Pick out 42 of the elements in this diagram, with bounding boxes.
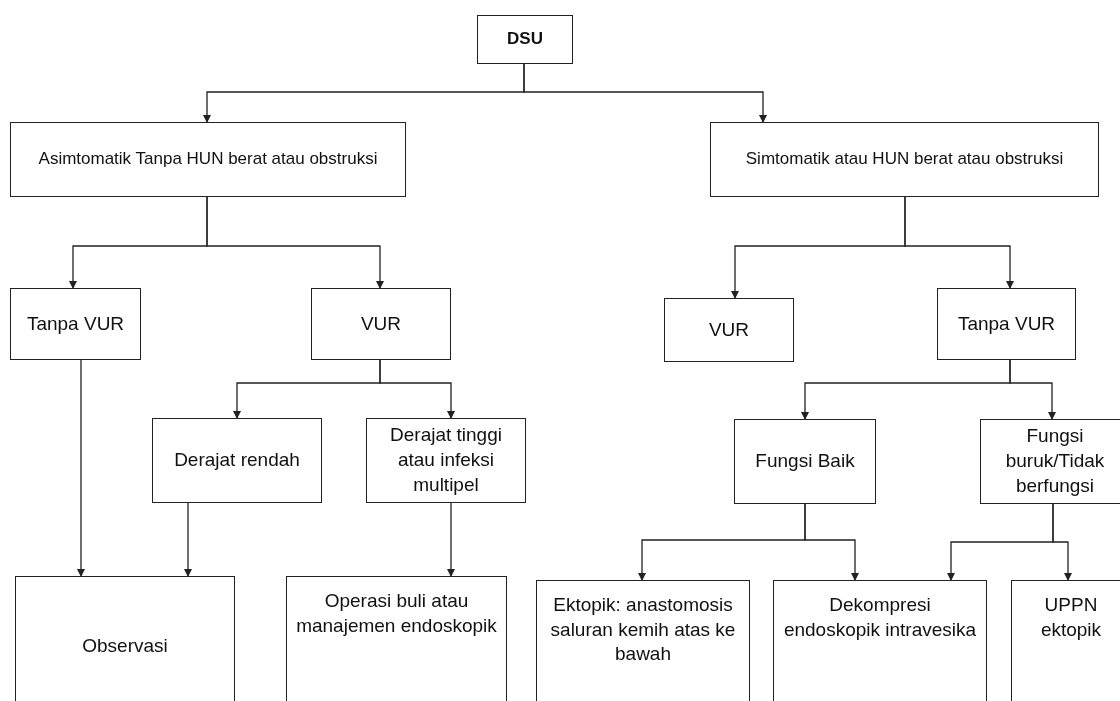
process-box <box>311 288 451 360</box>
box-text: Tanpa VUR <box>26 311 125 336</box>
process-box <box>980 419 1120 504</box>
process-box <box>10 122 406 197</box>
arrow <box>1052 503 1072 581</box>
process-box <box>477 15 573 64</box>
process-box <box>1011 580 1120 701</box>
box-text: Simtomatik atau HUN berat atau obstruksi <box>745 148 1064 171</box>
process-box <box>15 576 235 701</box>
arrow <box>523 63 767 123</box>
process-box <box>536 580 750 701</box>
process-box <box>152 418 322 503</box>
box-text: DSU <box>507 28 543 51</box>
box-text: Operasi buli atau manajemen endoskopik <box>295 589 498 638</box>
process-box <box>937 288 1076 360</box>
box-text: Observasi <box>82 633 168 658</box>
arrow <box>184 502 192 577</box>
arrow <box>206 196 384 289</box>
process-box <box>773 580 987 701</box>
arrow <box>447 502 455 577</box>
process-box <box>734 419 876 504</box>
box-text: Tanpa VUR <box>957 311 1056 336</box>
box-text: Derajat rendah <box>174 448 300 473</box>
arrow <box>77 359 85 577</box>
arrow <box>1009 359 1056 420</box>
arrow <box>379 359 455 419</box>
process-box <box>664 298 794 362</box>
process-box <box>286 576 507 701</box>
box-text: Ektopik: anastomosis saluran kemih atas ke bawah <box>549 593 737 667</box>
arrow <box>804 503 859 581</box>
process-box <box>10 288 141 360</box>
box-text: Dekompresi endoskopik intravesika <box>782 593 978 642</box>
arrow <box>904 196 1014 289</box>
box-text: Derajat tinggi atau infeksi multipel <box>389 423 503 497</box>
box-text: Fungsi Baik <box>755 449 855 474</box>
box-text: Fungsi buruk/Tidak berfungsi <box>1004 424 1106 498</box>
process-box <box>710 122 1099 197</box>
process-box <box>366 418 526 503</box>
box-text: UPPN ektopik <box>1039 593 1103 642</box>
box-text: VUR <box>360 311 402 336</box>
box-text: Asimtomatik Tanpa HUN berat atau obstruksi <box>38 148 378 171</box>
box-text: VUR <box>708 317 750 342</box>
